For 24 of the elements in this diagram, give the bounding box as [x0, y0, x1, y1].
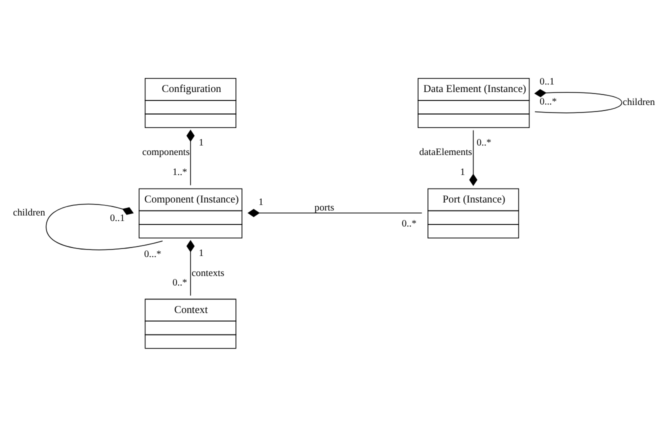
label: 1: [460, 167, 466, 178]
label: 0...*: [540, 96, 557, 108]
label: 0..*: [402, 218, 416, 230]
connector: [534, 89, 622, 114]
edge-label: components: [142, 146, 190, 158]
edge-label: dataElements: [419, 147, 472, 158]
edge-label: children: [13, 208, 46, 219]
connector: [186, 240, 195, 296]
connector: [248, 208, 422, 218]
connector: [46, 204, 163, 250]
edge-label: children: [622, 97, 655, 108]
label: 0..*: [172, 277, 188, 288]
label: 1..*: [172, 167, 188, 178]
label: 1: [258, 196, 264, 208]
connector: [186, 130, 195, 186]
label: 0..1: [110, 213, 125, 224]
label: 1: [198, 138, 204, 149]
label: 0..*: [476, 138, 492, 149]
edge-label: ports: [314, 202, 334, 214]
label: 0...*: [144, 248, 162, 260]
connector: [469, 130, 478, 186]
edge-label: contexts: [192, 268, 224, 279]
label: 0..1: [540, 76, 554, 88]
label: 1: [198, 248, 204, 259]
